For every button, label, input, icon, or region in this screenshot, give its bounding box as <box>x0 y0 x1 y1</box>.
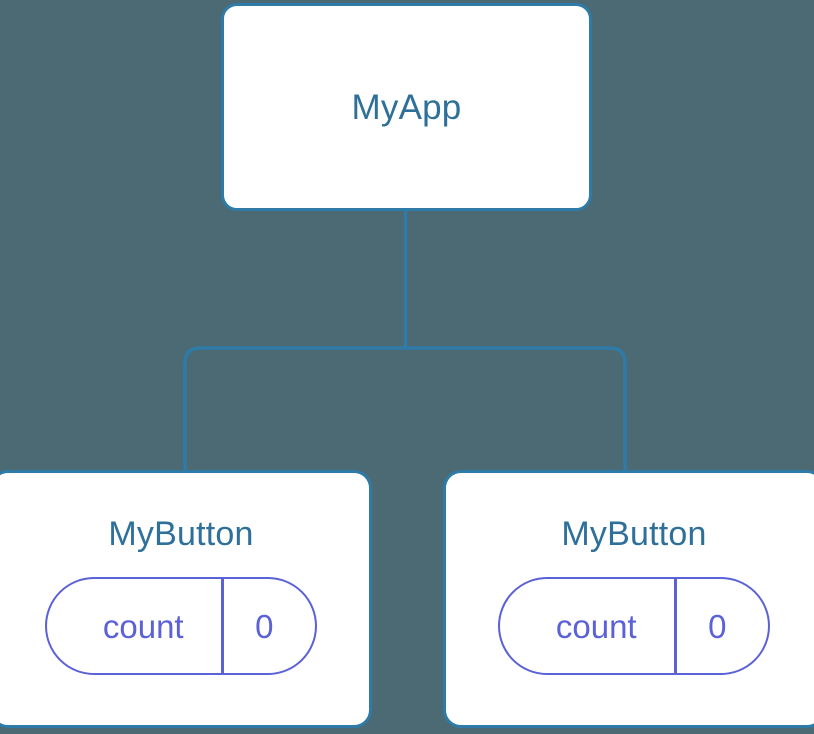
state-pill[interactable]: count 0 <box>498 577 770 675</box>
state-key: count <box>102 607 184 645</box>
state-value: 0 <box>255 607 274 645</box>
node-title: MyButton <box>108 515 254 553</box>
node-myapp[interactable]: MyApp <box>221 3 592 211</box>
state-divider <box>674 579 677 673</box>
node-title: MyApp <box>351 87 462 127</box>
state-key: count <box>555 607 637 645</box>
connector-branch-right <box>405 346 627 474</box>
node-mybutton-right[interactable]: MyButton count 0 <box>443 470 814 728</box>
node-mybutton-left[interactable]: MyButton count 0 <box>0 470 372 728</box>
node-title: MyButton <box>561 515 707 553</box>
state-value: 0 <box>708 607 727 645</box>
state-pill[interactable]: count 0 <box>45 577 317 675</box>
state-divider <box>221 579 224 673</box>
connector-branch-left <box>183 346 406 474</box>
